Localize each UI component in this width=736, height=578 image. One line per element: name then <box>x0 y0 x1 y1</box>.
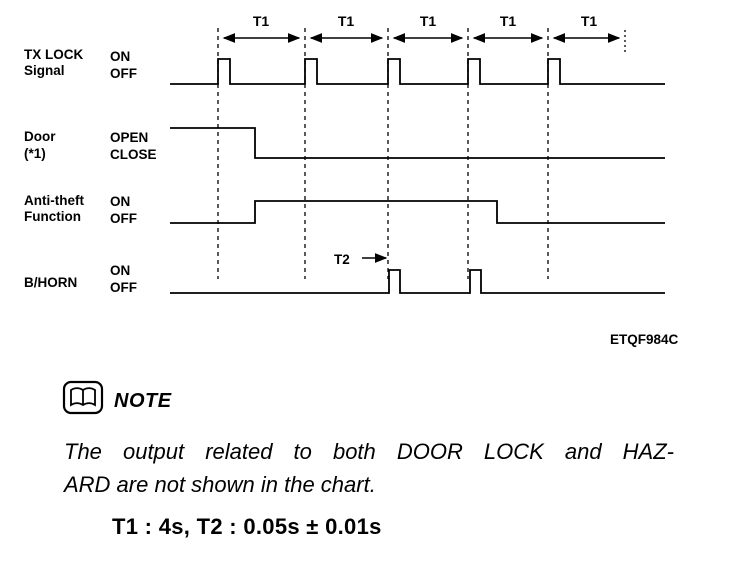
signal-name: (*1) <box>24 146 46 161</box>
signal-name: Function <box>24 209 81 224</box>
signal-high-label: ON <box>110 263 130 278</box>
signal-name: Anti-theft <box>24 193 84 208</box>
note-text-line1: The output related to both DOOR LOCK and… <box>64 439 674 464</box>
dashed-gridlines <box>217 28 626 279</box>
signal-high-label: ON <box>110 194 130 209</box>
t1-label: T1 <box>420 13 437 29</box>
signal-low-label: CLOSE <box>110 147 157 162</box>
signal-name: Door <box>24 129 56 144</box>
t2-marker: T2 <box>334 252 388 267</box>
signal-name: Signal <box>24 63 65 78</box>
note-text: The output related to both DOOR LOCK and… <box>64 435 674 501</box>
signal-high-label: ON <box>110 49 130 64</box>
t1-label: T1 <box>253 13 270 29</box>
waveform-anti-theft <box>170 200 665 224</box>
signal-low-label: OFF <box>110 280 137 295</box>
timing-diagram: T1 T1 T1 T1 T1 TX LOCK Signal ON OFF Doo… <box>24 13 679 347</box>
note-book-icon <box>62 380 104 415</box>
waveform-tx-lock <box>170 58 665 85</box>
t2-label: T2 <box>334 252 350 267</box>
timing-values: T1 : 4s, T2 : 0.05s ± 0.01s <box>112 514 382 539</box>
note-heading: NOTE <box>114 390 172 412</box>
t1-label: T1 <box>581 13 598 29</box>
signal-row-anti-theft: Anti-theft Function ON OFF <box>24 193 665 226</box>
signal-low-label: OFF <box>110 211 137 226</box>
figure-code: ETQF984C <box>610 332 679 347</box>
signal-name: TX LOCK <box>24 47 83 62</box>
signal-name: B/HORN <box>24 275 77 290</box>
t1-interval-arrows: T1 T1 T1 T1 T1 <box>222 13 621 43</box>
signal-low-label: OFF <box>110 66 137 81</box>
t1-label: T1 <box>338 13 355 29</box>
signal-row-b-horn: B/HORN ON OFF <box>24 263 665 295</box>
note-text-line2: ARD are not shown in the chart. <box>64 472 376 497</box>
t1-label: T1 <box>500 13 517 29</box>
waveform-door <box>170 127 665 159</box>
waveform-b-horn <box>170 269 665 294</box>
signal-row-door: Door (*1) OPEN CLOSE <box>24 127 665 162</box>
signal-high-label: OPEN <box>110 130 148 145</box>
signal-row-tx-lock: TX LOCK Signal ON OFF <box>24 47 665 85</box>
